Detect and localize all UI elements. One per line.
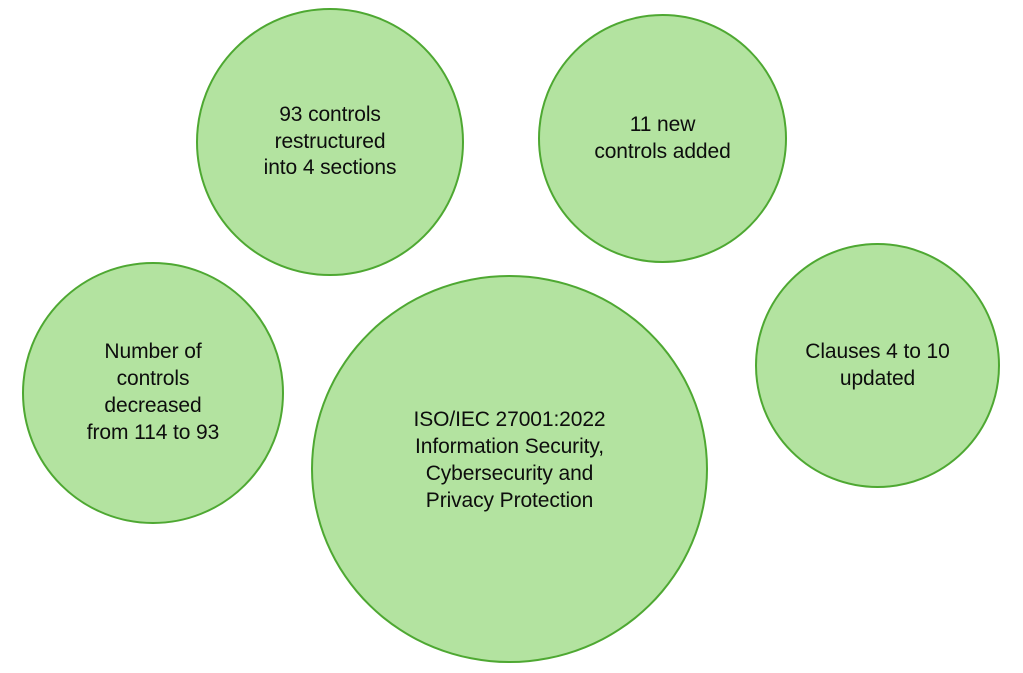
- bubble-controls-decreased[interactable]: Number of controls decreased from 114 to…: [22, 262, 284, 524]
- bubble-label-new-controls-added: 11 new controls added: [594, 112, 731, 163]
- bubble-label-controls-decreased: Number of controls decreased from 114 to…: [86, 340, 220, 444]
- bubble-label-controls-restructured: 93 controls restructured into 4 sections: [263, 102, 397, 180]
- bubble-new-controls-added[interactable]: 11 new controls added: [538, 14, 787, 263]
- bubble-iso-standard[interactable]: ISO/IEC 27001:2022 Information Security,…: [311, 275, 708, 663]
- bubble-label-clauses-updated: Clauses 4 to 10 updated: [805, 339, 950, 390]
- bubble-clauses-updated[interactable]: Clauses 4 to 10 updated: [755, 243, 1000, 488]
- bubble-label-iso-standard: ISO/IEC 27001:2022 Information Security,…: [413, 408, 606, 512]
- bubble-controls-restructured[interactable]: 93 controls restructured into 4 sections: [196, 8, 464, 276]
